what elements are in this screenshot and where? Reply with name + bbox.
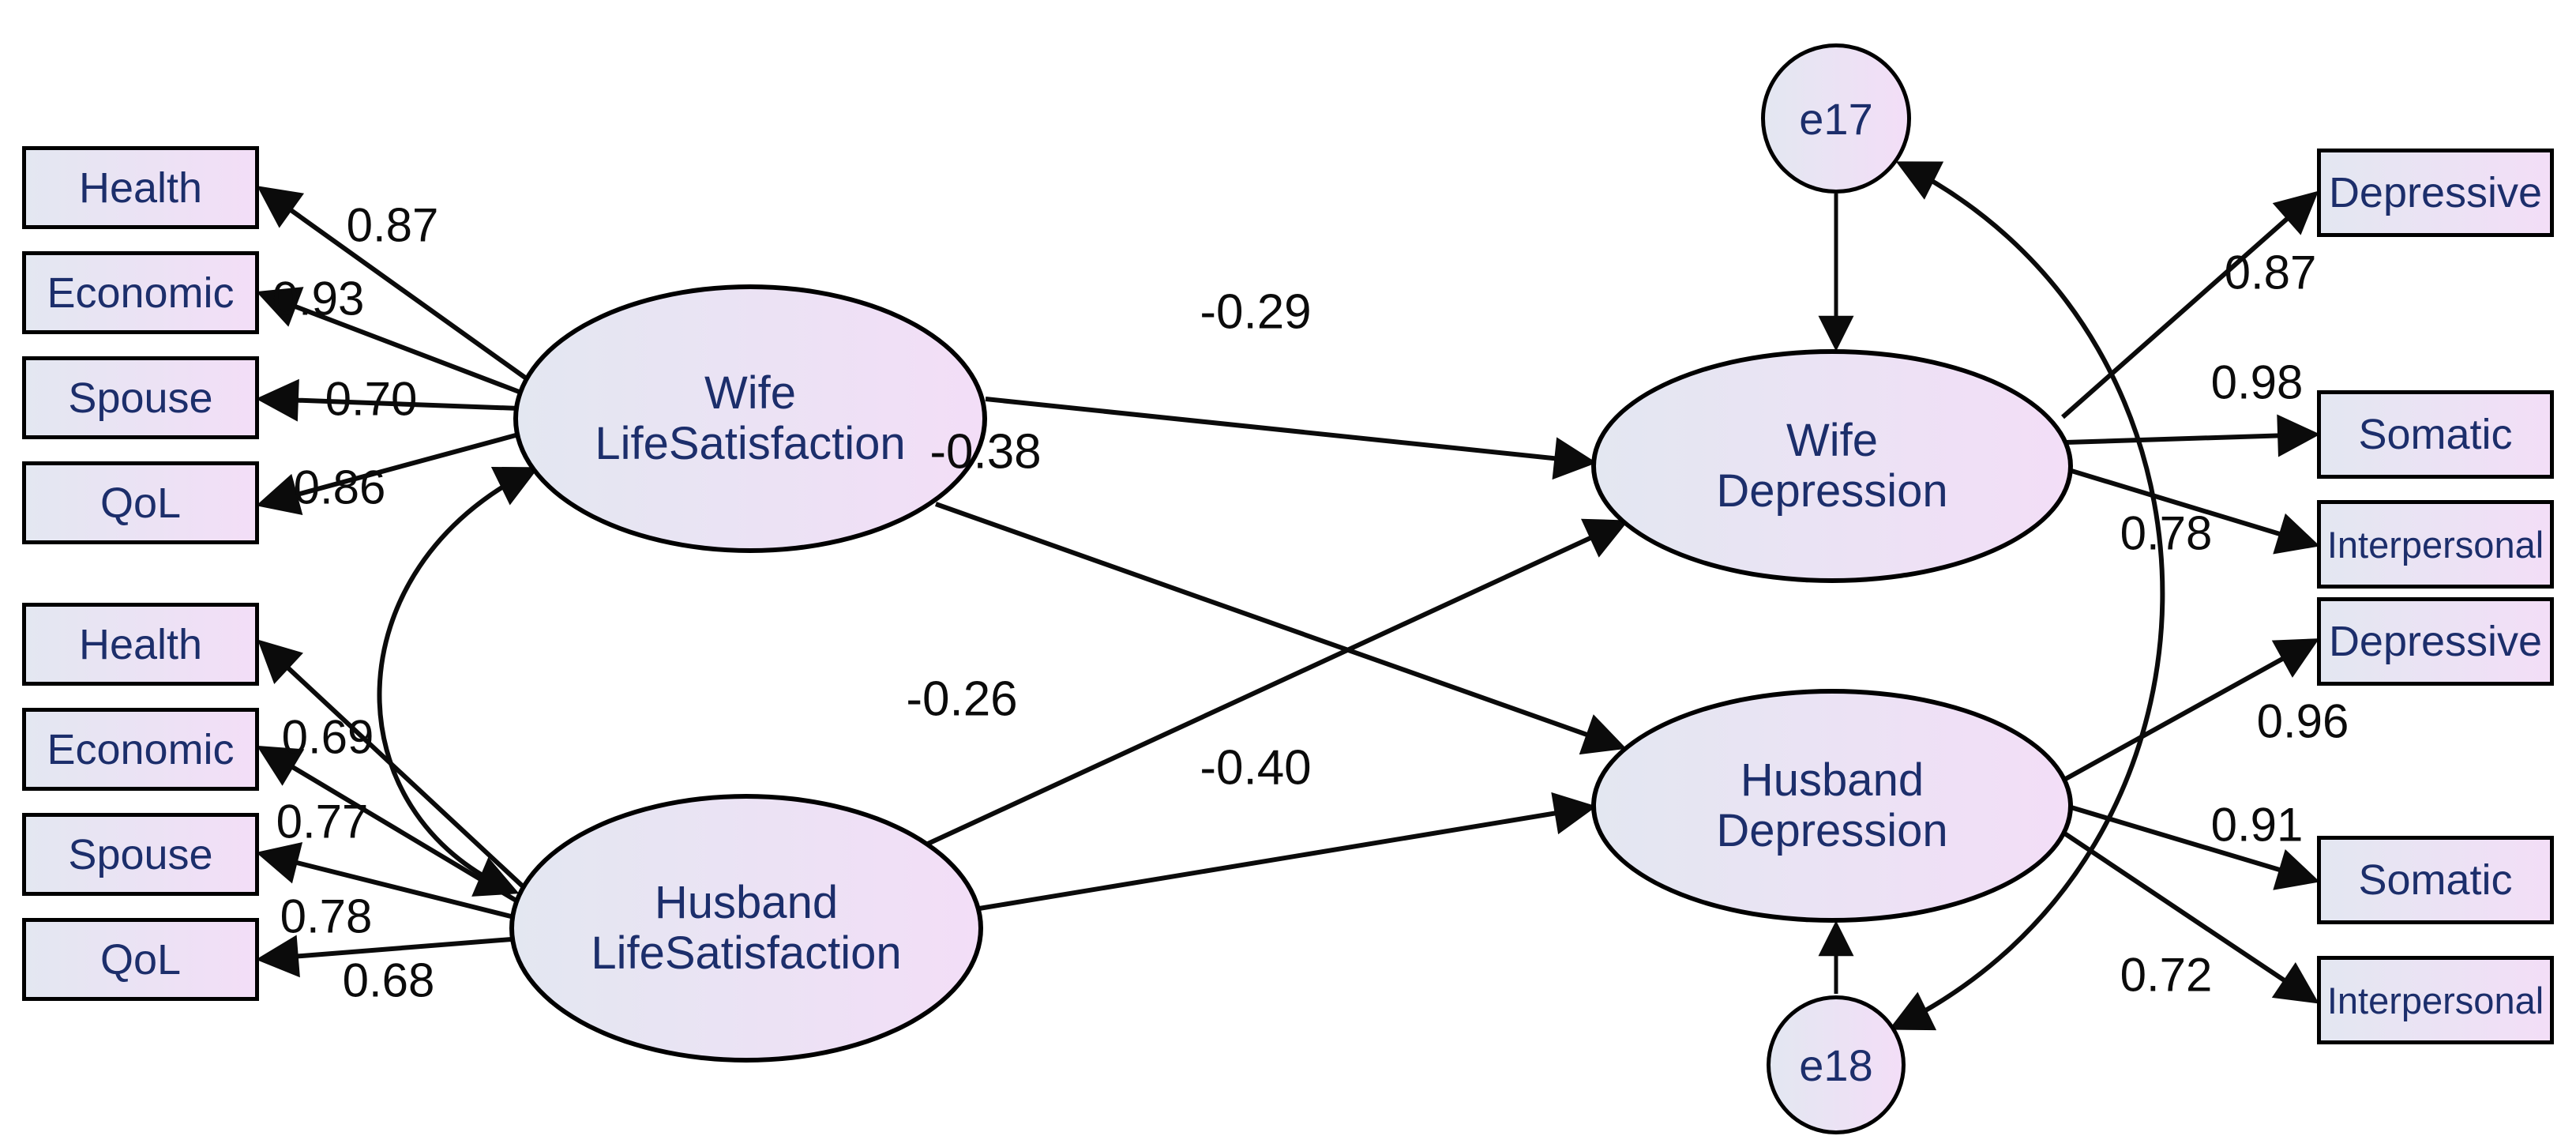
box-label: Somatic (2358, 856, 2513, 904)
loading-husbanddep-somatic: 0.91 (2210, 798, 2304, 852)
box-label: Interpersonal (2326, 979, 2544, 1021)
edge-wifedep-depressive (2061, 190, 2319, 419)
box-label: Spouse (68, 374, 213, 422)
latent-wife-lifesatisfaction: Wife LifeSatisfaction (513, 284, 987, 553)
edge-husbanddep-depressive (2061, 638, 2320, 783)
loading-wife-economic: 0.93 (272, 272, 365, 325)
path-coef-husbandls-husbanddep: -0.40 (1200, 740, 1312, 796)
edge-wifels-spouse (255, 378, 520, 422)
box-label: Economic (47, 269, 235, 317)
box-label: Depressive (2328, 618, 2543, 665)
box-label: QoL (100, 935, 182, 984)
edge-wifels-qol (256, 431, 525, 516)
box-wife-qol: QoL (22, 461, 259, 544)
error-e18: e18 (1767, 995, 1906, 1134)
latent-husband-depression: Husband Depression (1591, 689, 2073, 923)
loading-wife-qol: 0.86 (293, 461, 386, 514)
error-e17: e17 (1761, 43, 1911, 194)
edge-husbandls-to-wifedep (926, 518, 1629, 846)
latent-label-line2: Depression (1716, 465, 1948, 517)
box-husbanddep-somatic: Somatic (2317, 836, 2554, 924)
path-coef-wifels-wifedep: -0.29 (1200, 284, 1312, 340)
loading-husbanddep-interpersonal: 0.72 (2120, 948, 2213, 1002)
latent-label-line2: Depression (1716, 805, 1948, 856)
box-wife-economic: Economic (22, 251, 259, 334)
latent-label-line1: Wife (704, 367, 796, 419)
loading-husband-spouse: 0.78 (280, 890, 373, 943)
edge-wifedep-somatic (2065, 414, 2321, 457)
loading-wifedep-somatic: 0.98 (2210, 355, 2304, 409)
box-label: QoL (100, 479, 182, 527)
edge-wifels-to-husbanddep (934, 502, 1627, 755)
latent-label-line1: Husband (654, 877, 839, 929)
loading-wife-health: 0.87 (346, 198, 439, 252)
path-coef-husbandls-wifedep: -0.26 (906, 671, 1018, 727)
latent-label-line1: Husband (1740, 754, 1924, 807)
latent-label-line2: LifeSatisfaction (595, 418, 906, 469)
box-label: Somatic (2358, 411, 2513, 458)
box-husband-economic: Economic (22, 708, 259, 791)
error-label: e18 (1799, 1040, 1873, 1090)
box-husband-qol: QoL (22, 918, 259, 1001)
error-label: e17 (1799, 93, 1873, 144)
loading-husband-health: 0.69 (281, 710, 374, 764)
box-husband-health: Health (22, 603, 259, 686)
box-wife-health: Health (22, 146, 259, 229)
latent-label-line1: Wife (1786, 415, 1878, 467)
loading-husband-economic: 0.77 (276, 795, 369, 848)
edge-wifels-to-wifedep (985, 397, 1598, 480)
loading-wifedep-depressive: 0.87 (2224, 246, 2317, 299)
path-coef-wifels-husbanddep: -0.38 (929, 424, 1042, 480)
edge-husbandls-spouse (256, 841, 518, 920)
edge-wifels-health (257, 186, 527, 380)
box-label: Economic (47, 725, 235, 773)
box-label: Health (78, 620, 203, 668)
box-wife-spouse: Spouse (22, 356, 259, 439)
edge-wifels-economic (256, 287, 523, 395)
latent-husband-lifesatisfaction: Husband LifeSatisfaction (509, 794, 983, 1063)
box-label: Depressive (2328, 169, 2543, 216)
loading-husband-qol: 0.68 (342, 954, 435, 1007)
edge-husbandls-to-husbanddep (978, 792, 1597, 911)
box-wifedep-depressive: Depressive (2317, 149, 2554, 237)
edge-husbanddep-interpersonal (2060, 829, 2319, 1004)
box-husband-spouse: Spouse (22, 813, 259, 896)
loading-wife-spouse: 0.70 (325, 372, 418, 426)
edge-husbandls-qol (255, 935, 522, 978)
box-wifedep-interpersonal: Interpersonal (2317, 500, 2554, 589)
box-label: Spouse (68, 830, 213, 878)
latent-wife-depression: Wife Depression (1591, 349, 2073, 583)
loading-wifedep-interpersonal: 0.78 (2120, 506, 2213, 560)
edge-covariance-e17-e18 (1888, 161, 2165, 1031)
box-husbanddep-interpersonal: Interpersonal (2317, 956, 2554, 1044)
box-label: Health (78, 164, 203, 212)
edge-wifedep-interpersonal (2060, 465, 2320, 555)
box-label: Interpersonal (2326, 523, 2544, 566)
latent-label-line2: LifeSatisfaction (591, 927, 902, 979)
box-husbanddep-depressive: Depressive (2317, 597, 2554, 686)
edge-covariance-wifels-husbandls (377, 467, 539, 897)
box-wifedep-somatic: Somatic (2317, 390, 2554, 479)
loading-husbanddep-depressive: 0.96 (2256, 694, 2349, 748)
